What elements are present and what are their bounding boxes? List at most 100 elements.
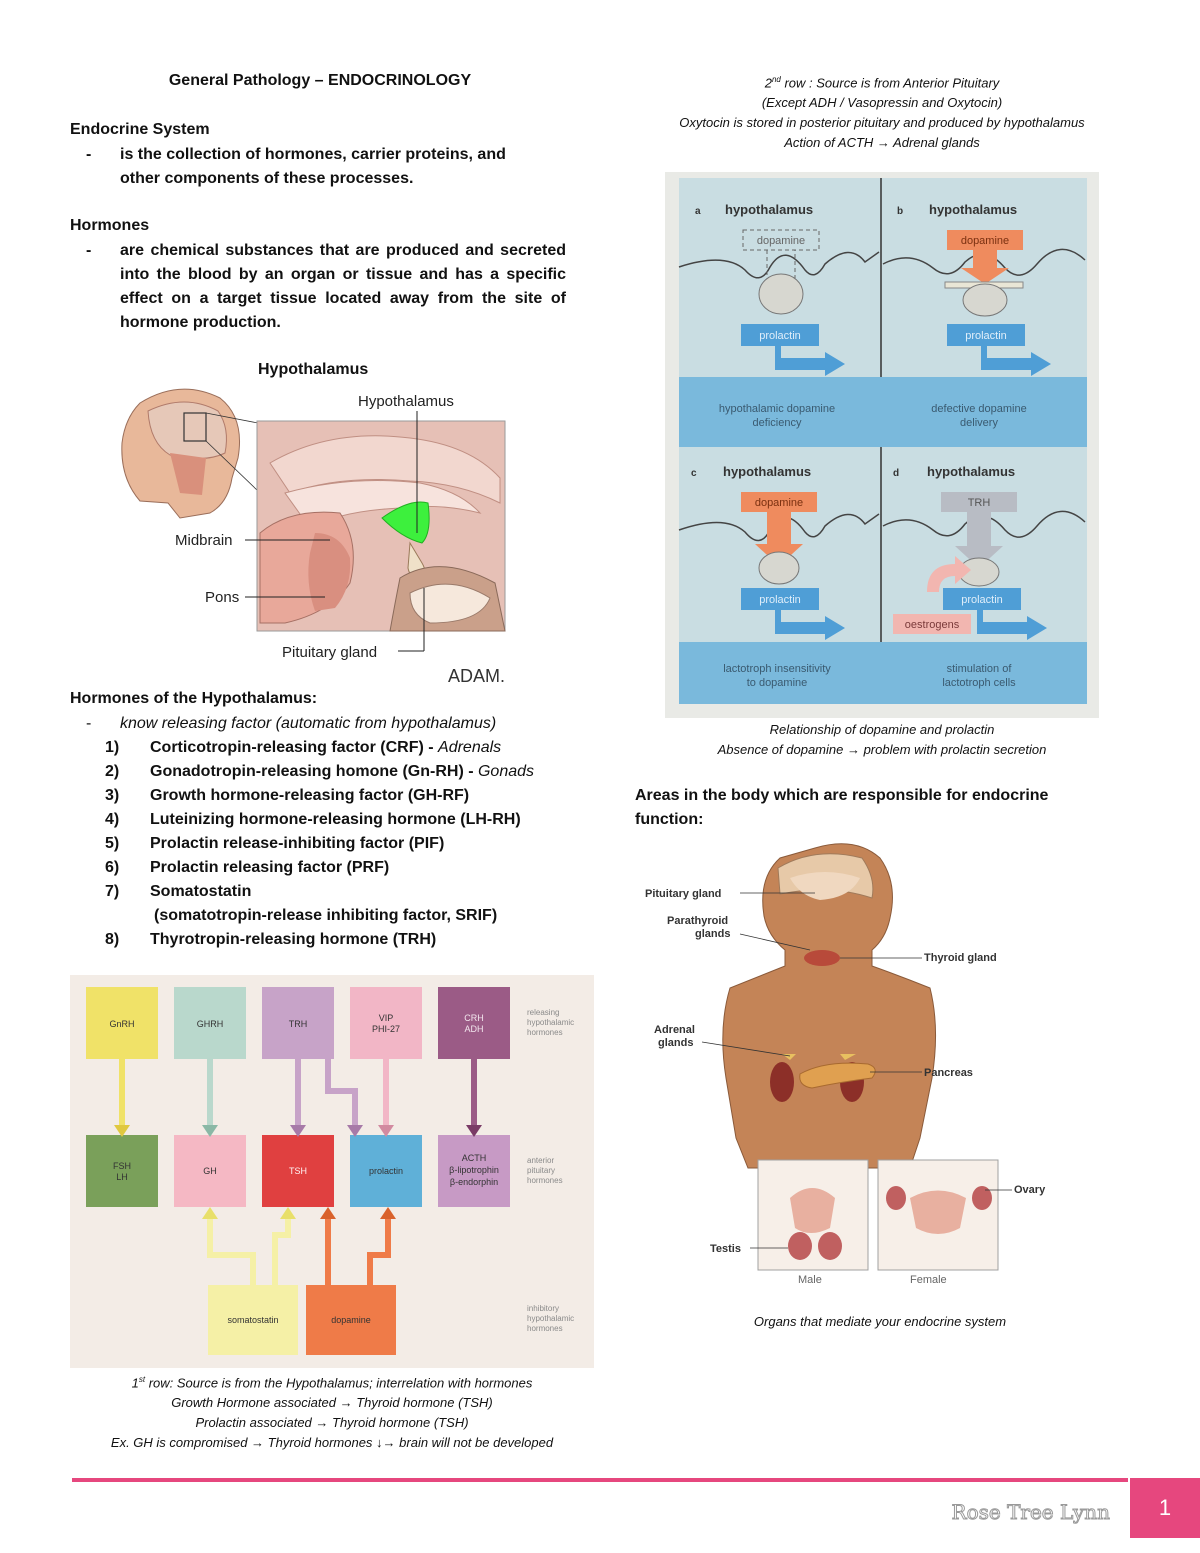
- releasing-factor-text: Corticotropin-releasing factor (CRF) -: [150, 739, 439, 756]
- releasing-factor-number: 2): [105, 763, 120, 780]
- label-pituitary-gland: Pituitary gland: [645, 888, 721, 900]
- panel-a-letter: a: [695, 206, 701, 217]
- panel-d-prolactin: prolactin: [961, 594, 1003, 606]
- flow-endorphin: β-endorphin: [450, 1177, 498, 1187]
- flow-lipotrophin: β-lipotrophin: [449, 1165, 499, 1175]
- dopamine-figure-caption: Relationship of dopamine and prolactin A…: [640, 720, 1124, 760]
- side-releasing-3: hormones: [527, 1028, 563, 1037]
- endocrine-organs-figure: Pituitary gland Parathyroid glands Thyro…: [640, 838, 1070, 1288]
- hormones-definition-text: are chemical substances that are produce…: [120, 242, 566, 331]
- releasing-factor-note: - know releasing factor (automatic from …: [86, 712, 586, 736]
- flow-caption-line2: Growth Hormone associated → Thyroid horm…: [171, 1395, 493, 1411]
- box-somatostatin: [208, 1285, 298, 1355]
- endocrine-definition: - is the collection of hormones, carrier…: [86, 143, 546, 191]
- head-profile-illustration: [121, 388, 259, 519]
- flow-trh: TRH: [289, 1019, 308, 1029]
- releasing-factor-number: 8): [105, 931, 120, 948]
- releasing-factor-text: Gonadotropin-releasing homone (Gn-RH) -: [150, 763, 478, 780]
- label-male: Male: [798, 1274, 822, 1286]
- hormones-heading: Hormones: [70, 217, 150, 234]
- pituitary-caption-line4: Action of ACTH → Adrenal glands: [784, 135, 980, 151]
- flow-acth: ACTH: [462, 1153, 487, 1163]
- adam-logo: ADAM.: [448, 666, 505, 686]
- side-releasing-2: hypothalamic: [527, 1018, 574, 1027]
- panel-c-hypothalamus: hypothalamus: [723, 464, 811, 479]
- flow-crh: CRH: [464, 1013, 484, 1023]
- releasing-factor-text: Prolactin releasing factor (PRF): [150, 859, 390, 876]
- flow-gnrh: GnRH: [109, 1019, 134, 1029]
- releasing-factor-text: Prolactin release-inhibiting factor (PIF…: [150, 835, 445, 852]
- dopamine-caption-line2: Absence of dopamine → problem with prola…: [717, 742, 1047, 757]
- releasing-factor-text: (somatotropin-release inhibiting factor,…: [154, 907, 498, 924]
- hypothalamus-brain-figure: Hypothalamus Midbrain Pons Pituitary gla…: [110, 383, 530, 688]
- label-ovary: Ovary: [1014, 1184, 1046, 1196]
- pituitary-caption-line1: 2nd row : Source is from Anterior Pituit…: [764, 75, 1000, 91]
- releasing-factor-note-text: know releasing factor (automatic from hy…: [120, 715, 497, 732]
- label-midbrain: Midbrain: [175, 532, 233, 549]
- label-adrenal-1: Adrenal: [654, 1024, 695, 1036]
- box-tsh: [262, 1135, 334, 1207]
- panel-d-oestrogens: oestrogens: [905, 619, 960, 631]
- releasing-factor-item: 2) Gonadotropin-releasing homone (Gn-RH) …: [70, 760, 590, 784]
- footer-author: Rose Tree Lynn: [951, 1500, 1110, 1525]
- panel-c-caption-2: to dopamine: [747, 677, 808, 689]
- footer-rule: [72, 1478, 1128, 1482]
- box-gh: [174, 1135, 246, 1207]
- flow-gh: GH: [203, 1166, 217, 1176]
- flow-fsh: FSH: [113, 1161, 131, 1171]
- releasing-factor-item: 6) Prolactin releasing factor (PRF): [70, 856, 590, 880]
- bullet-dash: -: [86, 242, 92, 259]
- panel-c-dopamine: dopamine: [755, 497, 803, 509]
- flow-caption-line3: Prolactin associated → Thyroid hormone (…: [195, 1415, 469, 1431]
- brain-section-illustration: [256, 420, 506, 632]
- flow-lh: LH: [116, 1172, 128, 1182]
- flow-adh: ADH: [464, 1024, 483, 1034]
- box-dopamine: [306, 1285, 396, 1355]
- flow-prolactin: prolactin: [369, 1166, 403, 1176]
- bullet-dash: -: [86, 715, 92, 732]
- panel-a-hypothalamus: hypothalamus: [725, 202, 813, 217]
- box-trh: [262, 987, 334, 1059]
- flow-dopamine: dopamine: [331, 1315, 371, 1325]
- dopamine-prolactin-figure: a hypothalamus dopamine prolactin hypoth…: [665, 172, 1099, 718]
- label-hypothalamus: Hypothalamus: [358, 393, 454, 410]
- flow-tsh: TSH: [289, 1166, 307, 1176]
- side-inhibitory-2: hypothalamic: [527, 1314, 574, 1323]
- hypothalamus-heading: Hypothalamus: [258, 361, 369, 378]
- releasing-factor-item: 1)Corticotropin-releasing factor (CRF) -…: [70, 736, 590, 760]
- side-anterior-2: pituitary: [527, 1166, 555, 1175]
- pituitary-caption-line3: Oxytocin is stored in posterior pituitar…: [679, 115, 1085, 131]
- box-gnrh: [86, 987, 158, 1059]
- panel-d-caption-2: lactotroph cells: [942, 677, 1016, 689]
- document-title: General Pathology – ENDOCRINOLOGY: [168, 72, 472, 89]
- hypothalamus-hormones-heading: Hormones of the Hypothalamus:: [70, 690, 318, 707]
- pituitary-caption: 2nd row : Source is from Anterior Pituit…: [640, 70, 1124, 153]
- flow-somatostatin: somatostatin: [227, 1315, 278, 1325]
- label-pons: Pons: [205, 589, 239, 606]
- panel-d-letter: d: [893, 468, 899, 479]
- panel-d-trh: TRH: [968, 497, 991, 509]
- box-fsh-lh: [86, 1135, 158, 1207]
- label-adrenal-2: glands: [658, 1037, 693, 1049]
- releasing-factor-number: 6): [105, 859, 120, 876]
- releasing-factor-text: Thyrotropin-releasing hormone (TRH): [150, 931, 437, 948]
- label-pancreas: Pancreas: [924, 1067, 973, 1079]
- releasing-factor-number: 7): [105, 883, 120, 900]
- panel-c-caption-1: lactotroph insensitivity: [723, 663, 831, 675]
- box-crh: [438, 987, 510, 1059]
- releasing-factor-text: Growth hormone-releasing factor (GH-RF): [150, 787, 470, 804]
- releasing-factor-item: 3)Growth hormone-releasing factor (GH-RF…: [70, 784, 590, 808]
- releasing-factor-item: 5) Prolactin release-inhibiting factor (P…: [70, 832, 590, 856]
- box-prolactin: [350, 1135, 422, 1207]
- bullet-dash: -: [86, 146, 92, 163]
- side-inhibitory-1: inhibitory: [527, 1304, 559, 1313]
- side-releasing-1: releasing: [527, 1008, 559, 1017]
- releasing-factor-item: 8) Thyrotropin-releasing hormone (TRH): [70, 928, 590, 952]
- panel-a-caption-2: deficiency: [753, 417, 802, 429]
- flow-ghrh: GHRH: [197, 1019, 224, 1029]
- releasing-factor-item: (somatotropin-release inhibiting factor,…: [70, 904, 590, 928]
- releasing-factors-list: 1)Corticotropin-releasing factor (CRF) -…: [70, 736, 590, 952]
- label-parathyroid-1: Parathyroid: [667, 915, 728, 927]
- releasing-factor-item: 4)Luteinizing hormone-releasing hormone …: [70, 808, 590, 832]
- releasing-factor-number: 5): [105, 835, 120, 852]
